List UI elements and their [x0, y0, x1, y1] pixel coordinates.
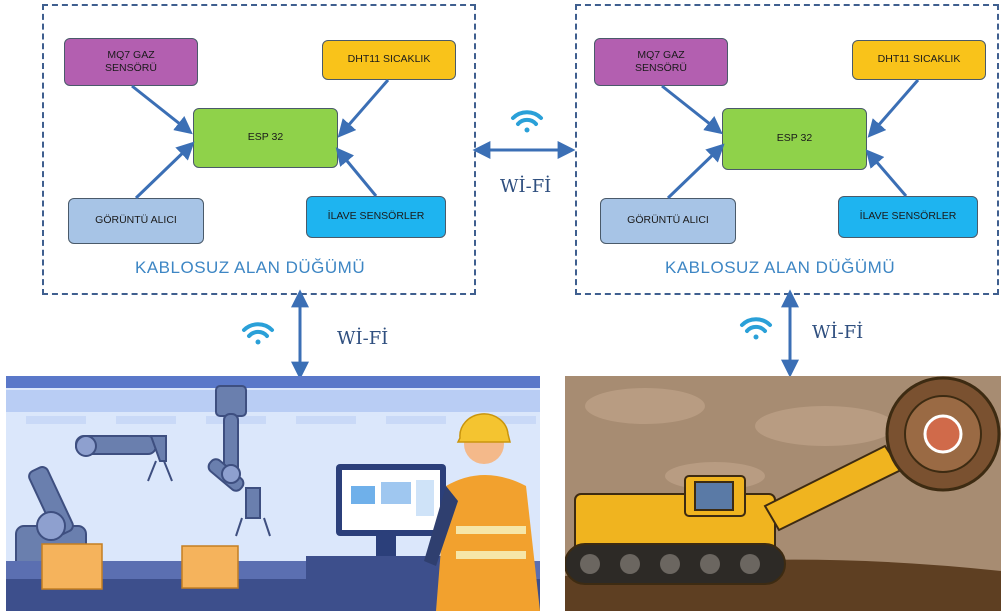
right-esp32-box: ESP 32: [722, 108, 867, 170]
left-esp32-box: ESP 32: [193, 108, 338, 168]
mining-scene: [565, 376, 1001, 611]
wifi-label-between-nodes: Wİ-Fİ: [500, 176, 552, 197]
left-dht11-box: DHT11 SICAKLIK: [322, 40, 456, 80]
left-arrow-mq7-esp: [131, 84, 193, 135]
left-arrow-dht-esp: [337, 79, 390, 138]
left-mq7-box: MQ7 GAZ SENSÖRÜ: [64, 38, 198, 86]
wifi-icon: [511, 110, 543, 133]
left-arrow-extra-esp: [335, 147, 378, 197]
factory-scene: [6, 376, 540, 611]
right-arrow-dht-esp: [867, 79, 920, 138]
wifi-icon: [242, 322, 274, 345]
right-node-title: KABLOSUZ ALAN DÜĞÜMÜ: [665, 258, 896, 277]
right-extra-sensors-box: İLAVE SENSÖRLER: [838, 196, 978, 238]
left-extra-sensors-box: İLAVE SENSÖRLER: [306, 196, 446, 238]
right-camera-box: GÖRÜNTÜ ALICI: [600, 198, 736, 244]
left-camera-box: GÖRÜNTÜ ALICI: [68, 198, 204, 244]
left-arrow-cam-esp: [134, 141, 195, 200]
right-dht11-box: DHT11 SICAKLIK: [852, 40, 986, 80]
right-arrow-mq7-esp: [661, 84, 723, 135]
right-mq7-box: MQ7 GAZ SENSÖRÜ: [594, 38, 728, 86]
left-node-title: KABLOSUZ ALAN DÜĞÜMÜ: [135, 258, 366, 277]
right-arrow-cam-esp: [666, 143, 725, 200]
wifi-label-right-down: Wİ-Fİ: [812, 322, 864, 343]
right-arrow-extra-esp: [865, 149, 908, 197]
wifi-icon: [740, 317, 772, 340]
wifi-label-left-down: Wİ-Fİ: [337, 328, 389, 349]
